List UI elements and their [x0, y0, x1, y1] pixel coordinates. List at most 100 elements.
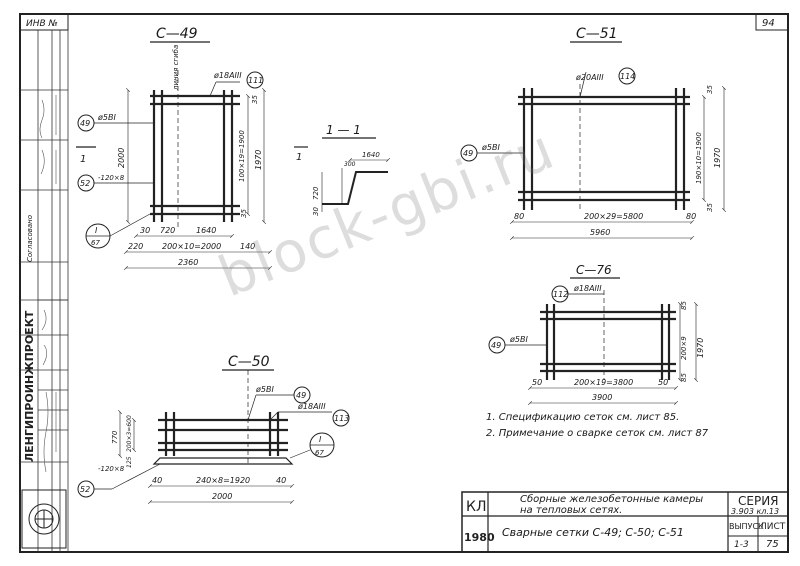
c50-dim-left-total: 770 — [111, 430, 119, 444]
c49-dim-right-pitch: 100×19=1900 — [238, 130, 246, 182]
c50-ref-sheet: 67 — [315, 449, 324, 457]
c51-dim-pitch-v: 190×10=1900 — [695, 132, 703, 184]
left-approval-strip — [20, 30, 69, 552]
c49-dim-pitch-bottom: 200×10=2000 — [162, 242, 221, 251]
c50-bubble-bottom: 52 — [80, 485, 90, 494]
c51-rebar-top: ø20АIII — [575, 73, 604, 82]
institute-logo-icon — [28, 503, 60, 535]
c76-bubble-left: 49 — [491, 341, 501, 350]
c49-dim-1640: 1640 — [196, 226, 216, 235]
c50-bubble-b: 113 — [334, 414, 349, 423]
section11-dim-720: 720 — [312, 186, 320, 200]
section11-mark-left: 1 — [296, 152, 302, 163]
c49-dim-720: 720 — [160, 226, 175, 235]
c50-dim-40-left: 40 — [152, 476, 162, 485]
c76-dim-85-bot: 85 — [680, 373, 688, 382]
c76-title: С—76 — [576, 263, 612, 277]
c50-dim-40-right: 40 — [276, 476, 286, 485]
c49-dim-height: 2000 — [117, 148, 126, 168]
c76-dim-total-h: 3900 — [592, 393, 612, 402]
logo-box — [21, 489, 67, 549]
tb-sheet-label: ЛИСТ — [760, 522, 786, 532]
note-1: 1. Спецификацию сеток см. лист 85. — [486, 412, 679, 423]
section11-title: 1 — 1 — [326, 123, 361, 137]
c49-bubble-bottom: 52 — [80, 179, 90, 188]
mesh-c51: С—51 ø20АIII 114 49 ø5ВI 35 190×10=1900 … — [460, 26, 724, 238]
note-2: 2. Примечание о сварке сеток см. лист 87 — [486, 428, 709, 439]
section11-dim-300: 300 — [344, 161, 356, 168]
c49-bubble-left: 49 — [80, 119, 90, 128]
c50-rebar-b: ø18АIII — [297, 402, 326, 411]
tb-code: КЛ — [466, 499, 486, 515]
c76-dim-total-v: 1970 — [696, 338, 705, 358]
c50-dim-left-pitch: 200×3=600 — [126, 415, 133, 452]
corner-stamp: ИНВ № — [26, 19, 58, 29]
c76-dim-pitch-v: 200×9 — [680, 336, 688, 360]
tb-sheet-title: Сварные сетки С-49; С-50; С-51 — [502, 526, 684, 539]
c49-ref-num: I — [95, 226, 98, 235]
c49-dim-right-total: 1970 — [254, 150, 263, 170]
c50-rebar-a: ø5ВI — [255, 385, 274, 394]
c51-dim-pitch-h: 200×29=5800 — [584, 212, 643, 221]
strip-scribbles — [39, 95, 57, 473]
corner-stamp-box — [19, 13, 69, 31]
c76-bubble-top: 112 — [553, 290, 568, 299]
c76-dim-50-left: 50 — [532, 378, 542, 387]
tb-title-line1: Сборные железобетонные камеры — [520, 493, 703, 505]
page-number: 94 — [762, 18, 775, 29]
tb-series-value: 3.903 кл.13 — [731, 507, 779, 516]
c49-dim-total: 2360 — [178, 258, 198, 267]
c76-rebar-top: ø18АIII — [573, 284, 602, 293]
section-1-1: 1 — 1 1 1640 300 720 30 — [294, 123, 388, 216]
tb-title-line2: на тепловых сетях. — [520, 505, 622, 516]
tb-issue-value: 1-3 — [734, 540, 749, 550]
page-number-box — [755, 13, 789, 31]
c49-dim-140: 140 — [240, 242, 255, 251]
tb-year: 1980 — [464, 531, 495, 544]
c51-dim-total-v: 1970 — [713, 148, 722, 168]
c50-ref-num: I — [319, 435, 322, 444]
c51-dim-35-top: 35 — [706, 85, 714, 94]
mesh-c76: С—76 112 ø18АIII 49 ø5ВI 85 200×9 1970 8… — [488, 263, 705, 403]
c51-rebar-left: ø5ВI — [481, 143, 500, 152]
c76-dim-85-top: 85 — [680, 301, 688, 310]
c51-dim-total-h: 5960 — [590, 228, 610, 237]
c49-rebar-bottom: -120×8 — [98, 174, 125, 182]
tb-issue-label: ВЫПУСК — [729, 522, 764, 531]
c50-rebar-bottom: -120×8 — [98, 465, 125, 473]
c76-rebar-left: ø5ВI — [509, 335, 528, 344]
strip-agreed: Согласовано — [26, 215, 34, 262]
c50-title: С—50 — [228, 354, 270, 370]
c49-ref-sheet: 67 — [91, 239, 100, 247]
c51-bubble-left: 49 — [463, 149, 473, 158]
tb-series-label: СЕРИЯ — [738, 494, 779, 508]
c51-dim-35-bot: 35 — [706, 203, 714, 212]
mesh-c49: С—49 линия сгиба ø18АIII 111 49 ø5ВI 1 5… — [76, 26, 270, 268]
c76-dim-pitch-h: 200×19=3800 — [574, 378, 633, 387]
c49-dim-35-bot: 35 — [240, 209, 248, 218]
c51-title: С—51 — [576, 26, 618, 42]
strip-org: ЛЕНГИПРОИНЖПРОЕКТ — [23, 310, 36, 462]
c50-dim-125: 125 — [126, 456, 133, 468]
c51-bubble-top: 114 — [620, 72, 635, 81]
tb-sheet-value: 75 — [766, 539, 779, 550]
c49-rebar-left: ø5ВI — [97, 113, 116, 122]
sheet-frame — [19, 13, 789, 553]
section11-dim-1640: 1640 — [362, 151, 380, 159]
title-block — [461, 491, 789, 553]
c49-bubble-top: 111 — [248, 76, 263, 85]
c49-rebar-top: ø18АIII — [213, 71, 242, 80]
c50-dim-pitch-h: 240×8=1920 — [196, 476, 250, 485]
c51-dim-80-left: 80 — [514, 212, 524, 221]
c49-dim-220: 220 — [128, 242, 143, 251]
c49-title: С—49 — [156, 26, 198, 42]
section11-dim-30: 30 — [312, 207, 320, 216]
c49-axis-label: линия сгиба — [172, 45, 180, 91]
c49-dim-35-top: 35 — [251, 95, 259, 104]
c50-dim-total-h: 2000 — [212, 492, 232, 501]
c76-dim-50-right: 50 — [658, 378, 668, 387]
c49-section-mark: 1 — [80, 154, 86, 165]
c51-dim-80-right: 80 — [686, 212, 696, 221]
c49-dim-30: 30 — [140, 226, 150, 235]
